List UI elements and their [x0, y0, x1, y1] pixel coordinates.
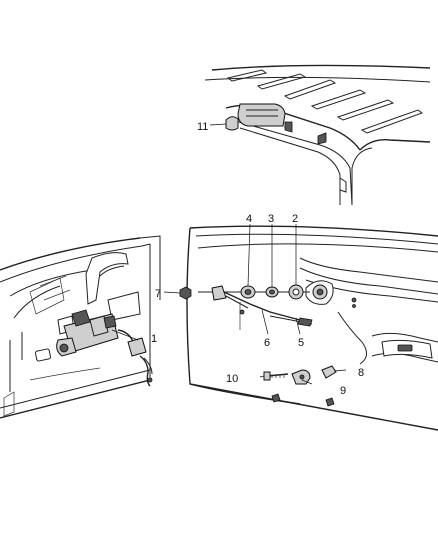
callout-8: 8 [358, 367, 364, 379]
callout-9: 9 [340, 385, 346, 397]
callout-3: 3 [268, 213, 274, 225]
roof-header-view [204, 64, 431, 206]
callout-5: 5 [298, 337, 304, 349]
callout-11: 11 [197, 121, 208, 133]
callout-10: 10 [226, 373, 238, 385]
callout-7: 7 [155, 288, 161, 300]
liftgate-outer-view [179, 225, 438, 431]
callout-1: 1 [151, 333, 157, 345]
callout-4: 4 [246, 213, 252, 225]
leader-lines [111, 123, 347, 385]
liftgate-inner-view [0, 235, 161, 419]
callout-6: 6 [264, 337, 270, 349]
callout-2: 2 [292, 213, 298, 225]
